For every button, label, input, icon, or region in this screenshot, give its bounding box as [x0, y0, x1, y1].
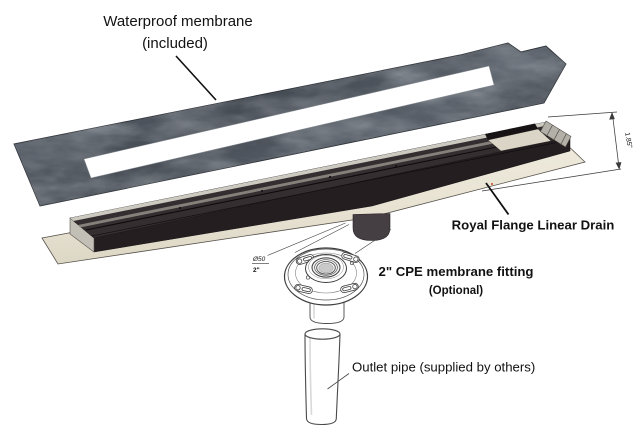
dimension-line	[612, 114, 620, 168]
fitting-neck	[309, 299, 345, 324]
membrane-label: Waterproof membrane (included)	[103, 13, 253, 101]
drain-label: Royal Flange Linear Drain	[452, 182, 615, 233]
drain-open-end-wall	[485, 123, 538, 140]
pipe-top-opening	[304, 328, 341, 340]
pipe-label: Outlet pipe (supplied by others)	[352, 360, 535, 375]
diameter-label: Ø50	[252, 256, 266, 263]
fitting-bolt-ring	[295, 252, 357, 294]
fitting-thread-mid	[314, 259, 338, 276]
fitting-slot-nw	[295, 254, 315, 265]
fitting-align-line-left	[294, 224, 350, 253]
flange-red-speck	[491, 183, 493, 185]
diameter-leader-line	[267, 222, 346, 256]
drain-grate-highlight	[78, 129, 553, 228]
pipe-shade	[309, 337, 313, 416]
fitting-label: 2" CPE membrane fitting (Optional)	[378, 264, 533, 297]
dimension-extension-line-bottom	[481, 168, 622, 192]
membrane-label-line1: Waterproof membrane	[103, 13, 253, 30]
cpe-fitting: Ø50 2"	[252, 222, 392, 324]
fitting-disc-rim2	[287, 248, 365, 301]
drain-grate-slot-line	[85, 134, 557, 231]
dimension-arrow-bottom	[615, 162, 622, 170]
fitting-hole	[318, 262, 334, 274]
fitting-slot-se	[340, 282, 359, 294]
pipe-leader-line	[327, 373, 350, 390]
membrane-label-line2: (included)	[142, 35, 208, 52]
drain-channel-back-rim-highlight	[70, 122, 550, 221]
dimension-extension-line-top	[547, 111, 618, 118]
drain-open-end-floor	[487, 128, 552, 152]
pipe-body	[304, 333, 341, 426]
outlet-pipe: Outlet pipe (supplied by others)	[304, 328, 535, 426]
height-dimension-value: 1.85"	[623, 132, 633, 149]
linear-drain	[41, 120, 586, 265]
outlet-size-label: 2"	[253, 267, 260, 274]
drain-stepped-end	[540, 120, 572, 148]
fitting-label-line1: 2" CPE membrane fitting	[378, 264, 533, 279]
height-dimension	[481, 111, 622, 192]
drain-leader-line	[485, 182, 510, 216]
drain-screws	[178, 164, 398, 210]
membrane-cutout	[83, 65, 495, 179]
fitting-label-line2: (Optional)	[429, 285, 483, 297]
fitting-screw-hole-right	[349, 260, 355, 266]
fitting-slot-sw	[294, 284, 313, 294]
membrane-leader-line	[175, 55, 217, 101]
drain-grate-front-line	[91, 140, 565, 237]
drain-outlet-spigot	[352, 213, 391, 241]
fitting-thread-inner	[316, 261, 336, 275]
drain-label-text: Royal Flange Linear Drain	[452, 218, 615, 233]
fitting-boss-rim	[308, 254, 344, 280]
dimension-arrow-top	[609, 112, 615, 120]
fitting-slot-ne	[341, 252, 360, 263]
fitting-align-line-right	[354, 229, 392, 254]
